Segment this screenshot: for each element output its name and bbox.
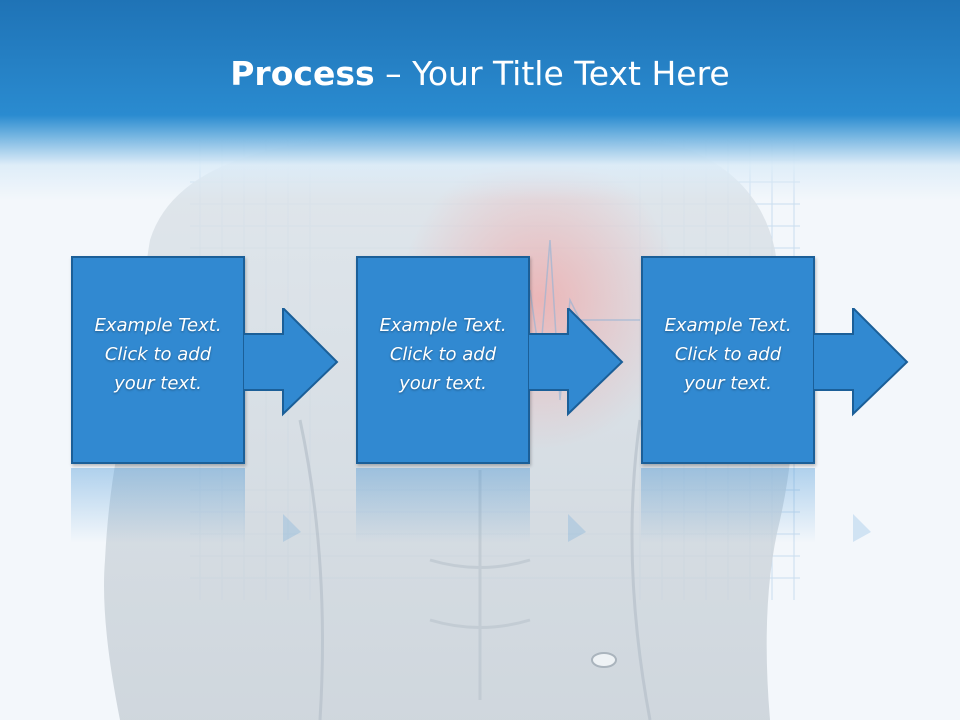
step-text[interactable]: Example Text. Click to add your text. (356, 311, 530, 398)
step-text-line-3: your text. (114, 373, 202, 394)
step-3-reflection (641, 468, 815, 543)
step-text-line-2: Click to add (674, 344, 782, 365)
title-dash: – (374, 54, 413, 93)
title-rest: Your Title Text Here (412, 54, 730, 93)
step-text-line-1: Example Text. (94, 315, 222, 336)
step-text-line-3: your text. (684, 373, 772, 394)
step-2-reflection (356, 468, 530, 543)
step-text-line-1: Example Text. (664, 315, 792, 336)
process-step-1[interactable]: Example Text. Click to add your text. (71, 256, 341, 468)
arrow-reflection-graphic (283, 514, 301, 542)
step-text-line-3: your text. (399, 373, 487, 394)
slide-title[interactable]: Process – Your Title Text Here (0, 52, 960, 96)
process-step-3[interactable]: Example Text. Click to add your text. (641, 256, 911, 468)
step-box[interactable] (356, 256, 530, 464)
title-bold-word: Process (230, 54, 375, 93)
step-text-line-2: Click to add (389, 344, 497, 365)
arrow-right-icon (813, 308, 909, 417)
step-text-line-1: Example Text. (379, 315, 507, 336)
process-step-2[interactable]: Example Text. Click to add your text. (356, 256, 626, 468)
step-text[interactable]: Example Text. Click to add your text. (71, 311, 245, 398)
arrow-right-icon (528, 308, 624, 417)
navel (591, 652, 617, 668)
arrow-reflection-graphic (853, 514, 871, 542)
header-band (0, 0, 960, 200)
arrow-reflection-graphic (568, 514, 586, 542)
step-text[interactable]: Example Text. Click to add your text. (641, 311, 815, 398)
step-1-reflection (71, 468, 245, 543)
step-text-line-2: Click to add (104, 344, 212, 365)
arrow-right-icon (243, 308, 339, 417)
